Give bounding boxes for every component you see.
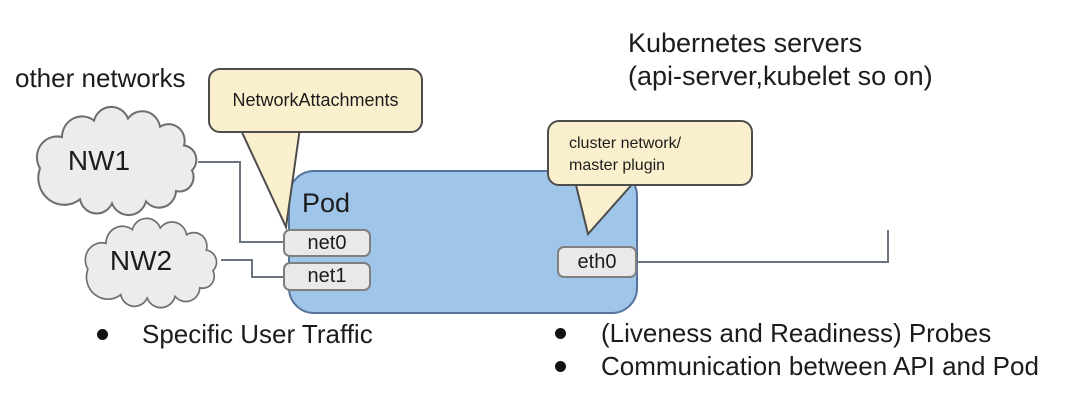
callout-cluster-network-line1: cluster network/ [569, 135, 682, 152]
other-networks-label: other networks [15, 63, 186, 93]
bullet-icon [555, 361, 566, 372]
connector-nw2-net1 [221, 259, 285, 278]
bullet-communication: Communication between API and Pod [555, 352, 1039, 380]
bullet-specific-user-traffic: Specific User Traffic [97, 320, 373, 348]
interface-eth0: eth0 [557, 246, 637, 278]
cloud-nw1-label: NW1 [67, 145, 131, 176]
bullet-text: (Liveness and Readiness) Probes [601, 318, 992, 348]
bullet-text: Specific User Traffic [142, 319, 373, 349]
interface-net1: net1 [283, 262, 371, 291]
kubernetes-servers-label: Kubernetes servers (api-server,kubelet s… [628, 27, 933, 93]
bullet-probes: (Liveness and Readiness) Probes [555, 319, 991, 347]
bullet-icon [555, 328, 566, 339]
bullet-icon [97, 329, 108, 340]
connector-eth0-servers [636, 230, 889, 263]
callout-network-attachments: NetworkAttachments [208, 68, 423, 133]
callout-cluster-network: cluster network/ master plugin [547, 120, 753, 186]
kubernetes-servers-line1: Kubernetes servers [628, 28, 863, 58]
connector-nw1-net0 [198, 161, 285, 243]
callout-network-attachments-text: NetworkAttachments [232, 90, 399, 110]
pod-label: Pod [302, 188, 351, 218]
interface-net0: net0 [283, 229, 371, 257]
callout-cluster-network-line2: master plugin [569, 157, 666, 174]
kubernetes-servers-line2: (api-server,kubelet so on) [628, 61, 933, 91]
bullet-text: Communication between API and Pod [601, 351, 1039, 381]
cloud-nw2-label: NW2 [109, 245, 173, 276]
